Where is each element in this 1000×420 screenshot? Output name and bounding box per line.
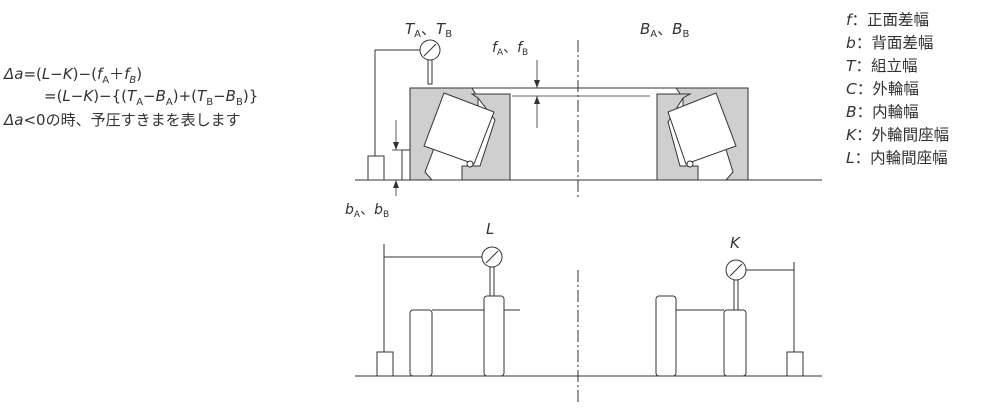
dial-stem-t [427, 59, 433, 85]
dial-indicator-k [725, 259, 804, 377]
f-arrow-down [534, 80, 540, 88]
label-ba-bb: BA、BB [640, 20, 689, 40]
dial-indicator-t [367, 39, 441, 181]
b-arrow-down [393, 142, 399, 150]
label-fa-fb: fA、fB [492, 40, 528, 58]
right-roller-dot [686, 160, 694, 168]
legend-item-c: C：外輪幅 [846, 80, 919, 98]
dial-stem-l [489, 266, 495, 297]
right-inner-spacer [655, 295, 677, 377]
dial-indicator-l [376, 244, 503, 377]
formula-line-3: Δa<0の時、予圧すきまを表します [4, 111, 241, 129]
left-inner-spacer [483, 295, 505, 377]
label-l: L [486, 220, 494, 238]
top-assembly: TA、TB BA、BB fA、fB bA、bB [345, 20, 822, 220]
dial-base-l [376, 351, 394, 377]
b-dimension [392, 120, 402, 196]
right-bearing [656, 87, 749, 181]
left-roller-dot [466, 160, 474, 168]
dial-needle-l [485, 250, 499, 264]
label-ta-tb: TA、TB [405, 20, 452, 40]
legend-item-k: K：外輪間座幅 [846, 126, 950, 144]
right-outer-spacer [723, 309, 747, 377]
legend-item-f: f：正面差幅 [846, 11, 929, 29]
dial-base-t [367, 155, 385, 181]
left-outer-spacer [409, 309, 433, 377]
label-ba-bb-small: bA、bB [345, 202, 389, 220]
left-roller [423, 92, 495, 165]
dial-stem-k [733, 279, 739, 311]
right-roller [667, 92, 737, 165]
dial-needle-k [729, 263, 743, 277]
f-arrow-up [534, 96, 540, 104]
formula-line-2: =(L−K)−{(TA−BA)+(TB−BB)} [44, 87, 259, 108]
right-outer-ring [675, 87, 749, 181]
f-dimension [534, 60, 540, 128]
legend-item-b: b：背面差幅 [846, 34, 934, 52]
bottom-assembly: L K [355, 220, 822, 404]
left-inner-ring [461, 93, 511, 181]
right-inner-ring [656, 93, 699, 181]
formula-line-1: Δa=(L−K)−(fA＋fB) [4, 65, 143, 86]
b-arrow-up [393, 180, 399, 188]
legend-item-t: T：組立幅 [846, 57, 918, 75]
left-bearing [401, 87, 511, 181]
dial-base-k [786, 351, 804, 377]
legend-item-l: L：内輪間座幅 [846, 149, 948, 167]
left-shim [401, 149, 411, 181]
legend-item-b-inner: B：内輪幅 [846, 103, 919, 121]
dial-needle-t [423, 43, 437, 57]
label-k: K [730, 234, 741, 252]
